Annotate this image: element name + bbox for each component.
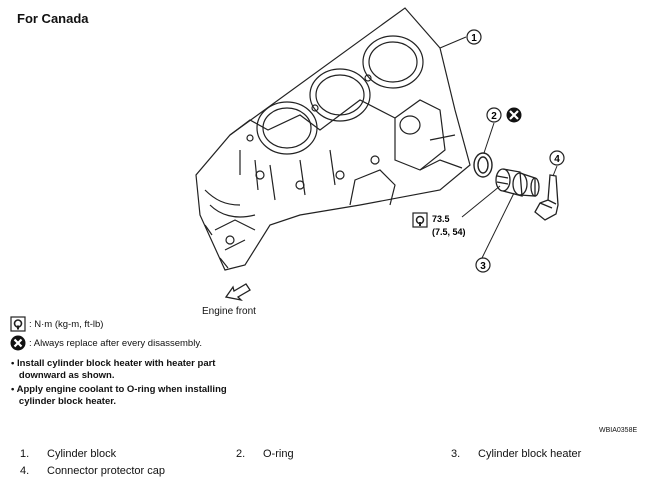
torque-alt: (7.5, 54): [432, 227, 466, 237]
torque-spec: 73.5 (7.5, 54): [412, 212, 466, 237]
part-1-number: 1.: [20, 448, 30, 460]
part-4-name: Connector protector cap: [47, 465, 166, 477]
exploded-diagram: 1 2 3 4 73.5 (7.5, 54): [195, 7, 565, 302]
figure-code: WBIA0358E: [599, 427, 638, 434]
engine-front-arrow: [224, 283, 251, 302]
note-line-3: • Apply engine coolant to O-ring when in…: [11, 384, 227, 395]
torque-wrench-icon: [412, 212, 428, 228]
part-1-name: Cylinder block: [47, 448, 117, 460]
page-title: For Canada: [17, 11, 89, 26]
note-line-2: downward as shown.: [11, 370, 115, 381]
callout-1: 1: [466, 29, 482, 45]
part-3-number: 3.: [451, 448, 461, 460]
protector-cap-drawing: [534, 174, 559, 221]
part-2-name: O-ring: [263, 448, 294, 460]
note-line-4: cylinder block heater.: [11, 396, 117, 407]
svg-text:3: 3: [480, 261, 486, 272]
part-4-number: 4.: [20, 465, 30, 477]
callout-2: 2: [486, 107, 502, 123]
part-2-number: 2.: [236, 448, 246, 460]
legend-replace: : Always replace after every disassembly…: [10, 335, 202, 351]
torque-wrench-icon: [10, 316, 26, 332]
callout-4: 4: [549, 150, 565, 166]
legend-replace-text: : Always replace after every disassembly…: [29, 337, 203, 349]
always-replace-mark: [506, 107, 522, 123]
part-3-name: Cylinder block heater: [478, 448, 582, 460]
engine-front-label: Engine front: [202, 306, 256, 317]
always-replace-icon: [10, 335, 26, 351]
callout-3: 3: [475, 257, 491, 273]
svg-text:4: 4: [554, 154, 560, 165]
leader-lines: [439, 36, 558, 259]
o-ring-drawing: [473, 152, 493, 178]
cylinder-block-drawing: [195, 7, 471, 271]
svg-text:2: 2: [491, 111, 497, 122]
torque-value: 73.5: [432, 214, 450, 224]
legend-torque-text: : N·m (kg-m, ft-lb): [29, 318, 104, 330]
legend-torque: : N·m (kg-m, ft-lb): [10, 316, 103, 332]
heater-drawing: [495, 168, 540, 197]
svg-text:1: 1: [471, 33, 477, 44]
note-line-1: • Install cylinder block heater with hea…: [11, 358, 216, 369]
